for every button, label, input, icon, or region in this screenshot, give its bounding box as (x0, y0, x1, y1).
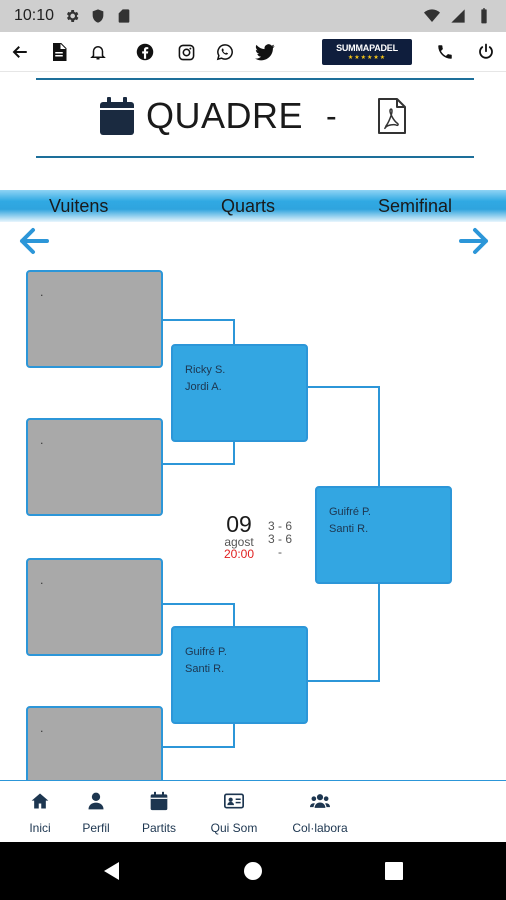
home-icon (31, 793, 49, 809)
nav-label: Partits (141, 821, 176, 835)
system-home-icon[interactable] (243, 861, 263, 881)
phone-icon[interactable] (433, 40, 457, 64)
nav-label: Qui Som (210, 821, 258, 835)
player-name: . (40, 434, 44, 447)
match-scores: 3 - 6 3 - 6 - (264, 520, 296, 559)
brand-logo[interactable]: SUMMAPADEL ★★★★★★ (322, 39, 412, 65)
player-name: Guifré P. (329, 506, 371, 518)
system-navigation-bar (0, 842, 506, 900)
brand-name: SUMMAPADEL (336, 43, 398, 53)
wifi-icon (424, 9, 440, 22)
power-icon[interactable] (474, 40, 498, 64)
nav-item-qui-som[interactable]: Qui Som (207, 791, 261, 836)
round-label-quarts: Quarts (221, 196, 276, 216)
bell-icon[interactable] (86, 40, 110, 64)
nav-label: Inici (29, 821, 51, 835)
nav-item-inici[interactable]: Inici (27, 791, 53, 836)
title-bottom-rule (36, 156, 474, 158)
bottom-navigation: Inici Perfil Partits Qui Som Col·labora (0, 780, 506, 842)
match-date: 09 agost 20:00 (214, 512, 264, 561)
page-header: QUADRE (100, 92, 303, 140)
battery-icon (481, 8, 487, 24)
calendar-icon (100, 97, 134, 135)
bracket-connector (306, 582, 380, 682)
signal-icon (451, 9, 465, 23)
shield-icon (92, 9, 104, 23)
status-bar: 10:10 (0, 0, 506, 32)
arrow-right-icon[interactable] (458, 226, 490, 256)
id-card-icon (224, 793, 244, 809)
set-score: 3 - 6 (267, 519, 292, 533)
nav-item-partits[interactable]: Partits (139, 791, 179, 836)
rounds-header (0, 190, 506, 222)
match-card[interactable]: Guifré P. Santi R. (315, 486, 452, 584)
nav-item-perfil[interactable]: Perfil (79, 791, 113, 836)
document-icon[interactable] (47, 40, 71, 64)
nav-label: Col·labora (292, 821, 348, 835)
nav-label: Perfil (82, 821, 110, 835)
round-label-semifinal: Semifinal (378, 196, 453, 216)
match-card-empty[interactable]: . (26, 558, 163, 656)
player-name: . (40, 722, 44, 735)
player-name: . (40, 574, 44, 587)
instagram-icon[interactable] (174, 40, 198, 64)
group-icon (310, 794, 330, 808)
bracket-connector (162, 319, 235, 345)
round-label-vuitens: Vuitens (49, 196, 109, 216)
bracket-connector (306, 386, 380, 486)
arrow-left-icon[interactable] (18, 226, 50, 256)
person-icon (88, 792, 104, 810)
bracket-connector (162, 603, 235, 627)
match-time: 20:00 (223, 547, 255, 561)
gear-icon (66, 10, 79, 22)
status-time: 10:10 (14, 7, 55, 24)
match-card-empty[interactable]: . (26, 270, 163, 368)
nav-item-collabora[interactable]: Col·labora (287, 791, 353, 836)
title-top-rule (36, 78, 474, 80)
facebook-icon[interactable] (133, 40, 157, 64)
set-score: 3 - 6 (267, 532, 292, 546)
player-name: Ricky S. (185, 364, 226, 376)
set-score: - (278, 545, 282, 559)
system-recents-icon[interactable] (384, 861, 404, 881)
player-name: . (40, 286, 44, 299)
whatsapp-icon[interactable] (213, 40, 237, 64)
player-name: Santi R. (329, 523, 369, 535)
bracket-connector (162, 723, 235, 748)
match-month: agost (224, 535, 254, 549)
brand-stars: ★★★★★★ (347, 54, 387, 61)
title-separator: - (326, 98, 337, 134)
system-back-icon[interactable] (102, 861, 122, 881)
player-name: Guifré P. (185, 646, 227, 658)
pdf-file-icon[interactable] (377, 98, 407, 134)
match-card[interactable]: Guifré P. Santi R. (171, 626, 308, 724)
back-arrow-icon[interactable] (8, 40, 32, 64)
top-toolbar: SUMMAPADEL ★★★★★★ (0, 32, 506, 72)
calendar-icon (150, 791, 168, 811)
match-card-empty[interactable]: . (26, 418, 163, 516)
match-day: 09 (226, 511, 252, 537)
match-card-empty[interactable]: . (26, 706, 163, 786)
twitter-icon[interactable] (253, 40, 277, 64)
match-card[interactable]: Ricky S. Jordi A. (171, 344, 308, 442)
sd-card-icon (118, 9, 130, 23)
player-name: Santi R. (185, 663, 225, 675)
player-name: Jordi A. (185, 381, 222, 393)
page-title: QUADRE (146, 95, 304, 136)
bracket-connector (162, 442, 235, 465)
